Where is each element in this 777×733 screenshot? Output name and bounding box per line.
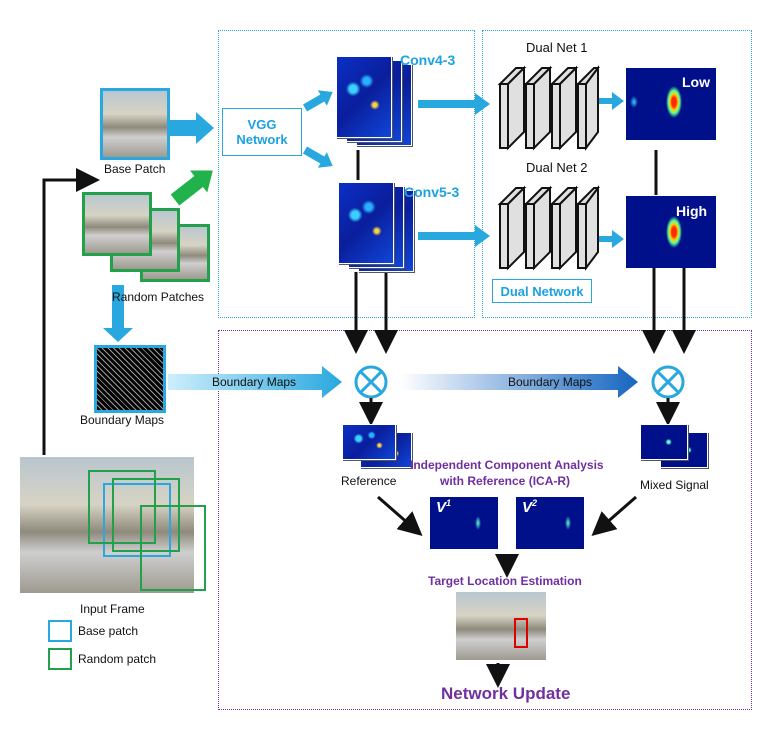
v2-label-base: V — [522, 499, 533, 516]
conv4-feature-map-front — [336, 56, 392, 138]
high-label: High — [676, 203, 708, 219]
dual-net2-label: Dual Net 2 — [526, 160, 588, 175]
input-frame-random-box-1 — [88, 470, 156, 544]
reference-label: Reference — [341, 474, 397, 488]
input-frame-random-box-3 — [140, 505, 206, 591]
v2-label-sup: 2 — [532, 498, 538, 508]
legend-random-swatch — [48, 648, 72, 670]
dual-net2-layers — [497, 185, 600, 271]
conv5-feature-map-front — [338, 182, 394, 264]
boundary-maps-arrow-label-1: Boundary Maps — [212, 375, 297, 389]
reference-map-front — [342, 424, 396, 460]
boundary-maps-label-left: Boundary Maps — [80, 413, 165, 427]
conv5-label: Conv5-3 — [404, 184, 460, 200]
boundary-maps-arrow-label-2: Boundary Maps — [508, 375, 593, 389]
dual-network-box: Dual Network — [492, 279, 592, 303]
low-heatmap — [626, 68, 716, 140]
network-update-label: Network Update — [441, 684, 571, 703]
v2-map — [516, 497, 584, 549]
low-label: Low — [682, 74, 710, 90]
input-frame-label: Input Frame — [80, 602, 145, 616]
ica-title-line2: with Reference (ICA-R) — [440, 474, 571, 488]
dual-network-region-box — [482, 30, 752, 318]
target-location-image — [456, 592, 546, 660]
target-location-label: Target Location Estimation — [428, 574, 582, 588]
mixed-signal-label: Mixed Signal — [640, 478, 709, 492]
ica-title-line1: Independent Component Analysis — [410, 458, 604, 472]
random-patches-label: Random Patches — [112, 290, 205, 304]
vgg-network-label: VGG Network — [236, 117, 288, 147]
ica-region-box — [218, 330, 752, 710]
dual-net1-label: Dual Net 1 — [526, 40, 588, 55]
dual-net1-layers — [497, 65, 600, 151]
input-frame-random-box-2 — [112, 478, 180, 552]
legend-base-swatch — [48, 620, 72, 642]
random-patch-image-1 — [82, 192, 152, 256]
mixed-signal-map-front — [640, 424, 688, 460]
boundary-map-image — [94, 345, 166, 413]
base-patch-image — [100, 88, 170, 160]
high-heatmap — [626, 196, 716, 268]
v1-label: V1 — [436, 498, 451, 516]
target-bounding-box — [514, 618, 528, 648]
vgg-region-box — [218, 30, 475, 318]
conv4-label: Conv4-3 — [400, 52, 456, 68]
vgg-network-box: VGG Network — [222, 108, 302, 156]
v1-label-base: V — [436, 499, 447, 516]
base-patch-label: Base Patch — [104, 162, 166, 176]
v1-map — [430, 497, 498, 549]
v2-label: V2 — [522, 498, 537, 516]
v1-label-sup: 1 — [446, 498, 452, 508]
legend-random-label: Random patch — [78, 652, 157, 666]
dual-network-label: Dual Network — [500, 283, 584, 299]
input-frame-base-box — [103, 483, 171, 557]
legend-base-label: Base patch — [78, 624, 139, 638]
